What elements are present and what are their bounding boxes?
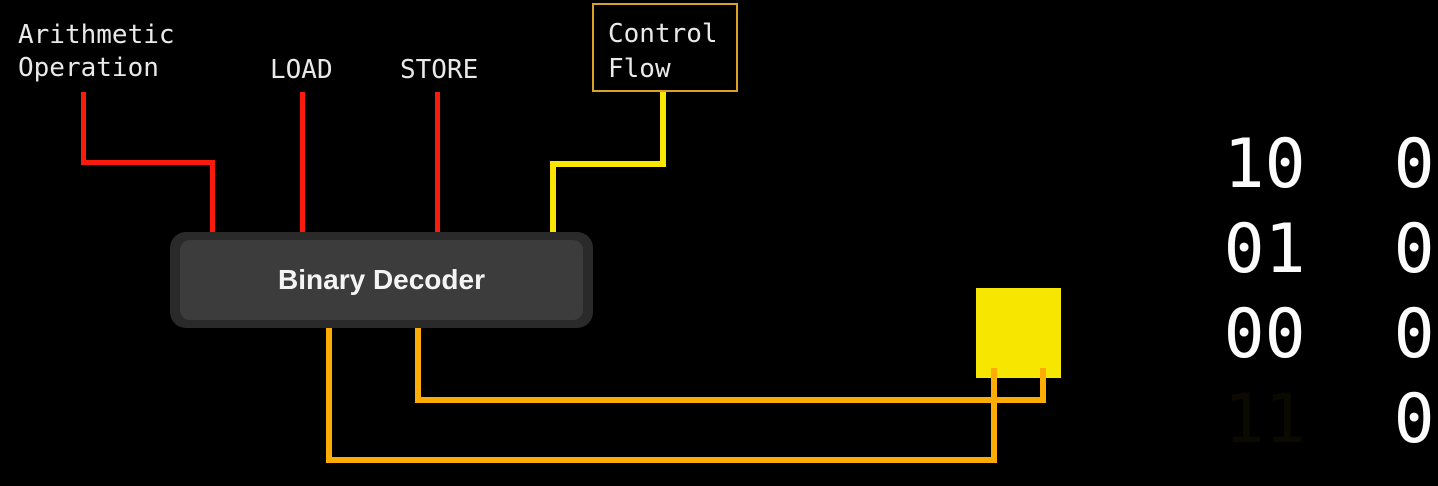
selected-opcode-highlight [976, 288, 1061, 378]
opcode-cell: 10 [1223, 125, 1306, 204]
wire-arithmetic-horizontal [81, 160, 215, 165]
wire-control-flow-vertical-top [660, 92, 666, 167]
wire-output-a-vertical [326, 318, 332, 463]
store-label: STORE [400, 55, 479, 85]
operand-cell: 000001 [1393, 295, 1438, 374]
opcode-table-row-selected: 11 000001 [978, 292, 1438, 486]
binary-decoder-block: Binary Decoder [170, 232, 593, 328]
wire-control-flow-vertical-bottom [550, 161, 556, 238]
binary-decoder-inner-panel: Binary Decoder [180, 240, 583, 320]
opcode-table-row: 10 010110 [978, 37, 1438, 292]
wire-output-b-stub [1040, 368, 1046, 403]
arithmetic-operation-label: Arithmetic Operation [18, 20, 175, 83]
opcode-cell: 01 [1223, 210, 1306, 289]
control-flow-label: Control Flow [608, 19, 718, 84]
operand-cell: 010110 [1393, 125, 1438, 204]
wire-output-a-horizontal [326, 457, 997, 463]
opcode-cell: 00 [1223, 295, 1306, 374]
wire-output-b-vertical [415, 318, 421, 403]
wire-output-a-stub [991, 368, 997, 463]
load-label: LOAD [270, 55, 333, 85]
control-flow-box: Control Flow [592, 3, 738, 92]
opcode-table-row: 00 000001 [978, 207, 1438, 462]
wire-arithmetic-vertical-top [81, 92, 86, 165]
binary-decoder-label: Binary Decoder [278, 264, 485, 295]
wire-output-b-horizontal [415, 397, 1046, 403]
operand-cell: 000001 [1393, 380, 1438, 459]
opcode-cell-selected: 11 [1223, 380, 1306, 459]
wire-arithmetic-vertical-bottom [210, 160, 215, 238]
wire-control-flow-horizontal [550, 161, 666, 167]
wire-store [435, 92, 440, 238]
wire-load [300, 92, 305, 238]
